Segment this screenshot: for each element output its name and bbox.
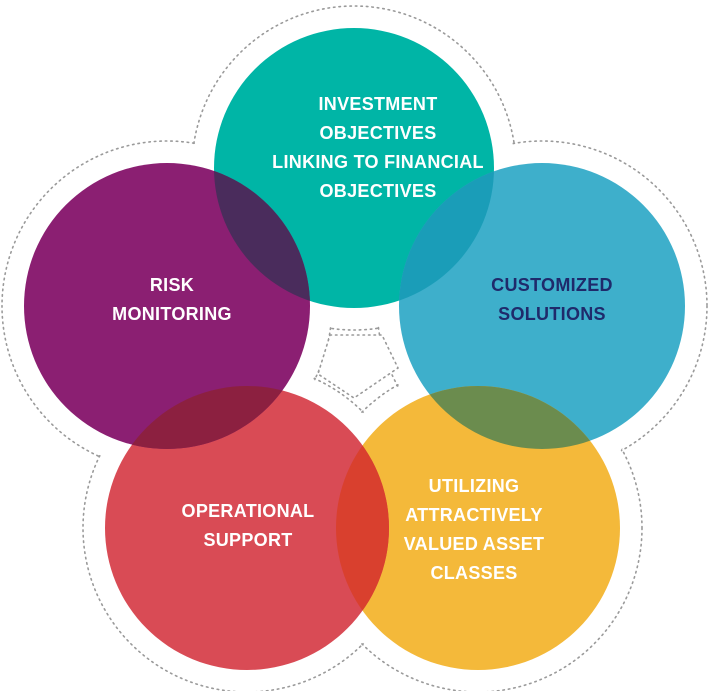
label-line: VALUED ASSET — [403, 534, 545, 554]
label-utilizing-asset-classes: UTILIZING ATTRACTIVELY VALUED ASSET CLASSES — [404, 472, 545, 588]
label-operational-support: OPERATIONAL SUPPORT — [182, 497, 315, 555]
overlap-investment-customized — [399, 163, 494, 308]
circle-utilizing — [336, 386, 620, 670]
label-line: SUPPORT — [203, 530, 293, 550]
label-line: MONITORING — [112, 304, 232, 324]
label-line: RISK — [149, 275, 195, 295]
label-customized-solutions: CUSTOMIZED SOLUTIONS — [491, 271, 613, 329]
overlaps-group — [105, 163, 620, 670]
label-line: OPERATIONAL — [181, 501, 315, 521]
overlap-investment-risk — [214, 163, 310, 308]
label-line: UTILIZING — [428, 476, 520, 496]
label-line: OBJECTIVES — [319, 181, 437, 201]
label-line: SOLUTIONS — [498, 304, 606, 324]
label-line: LINKING TO FINANCIAL — [272, 152, 484, 172]
label-risk-monitoring: RISK MONITORING — [112, 271, 232, 329]
dotted-outline-arc-utilizing — [313, 363, 643, 691]
circle-operational — [105, 386, 389, 670]
circles-group — [24, 28, 685, 670]
label-line: CLASSES — [430, 563, 518, 583]
center-dotted-outline — [317, 334, 400, 399]
label-line: CUSTOMIZED — [491, 275, 613, 295]
label-line: ATTRACTIVELY — [405, 505, 543, 525]
label-line: INVESTMENT — [318, 94, 438, 114]
label-investment-objectives: INVESTMENT OBJECTIVES LINKING TO FINANCIAL… — [272, 90, 484, 206]
label-line: OBJECTIVES — [319, 123, 437, 143]
